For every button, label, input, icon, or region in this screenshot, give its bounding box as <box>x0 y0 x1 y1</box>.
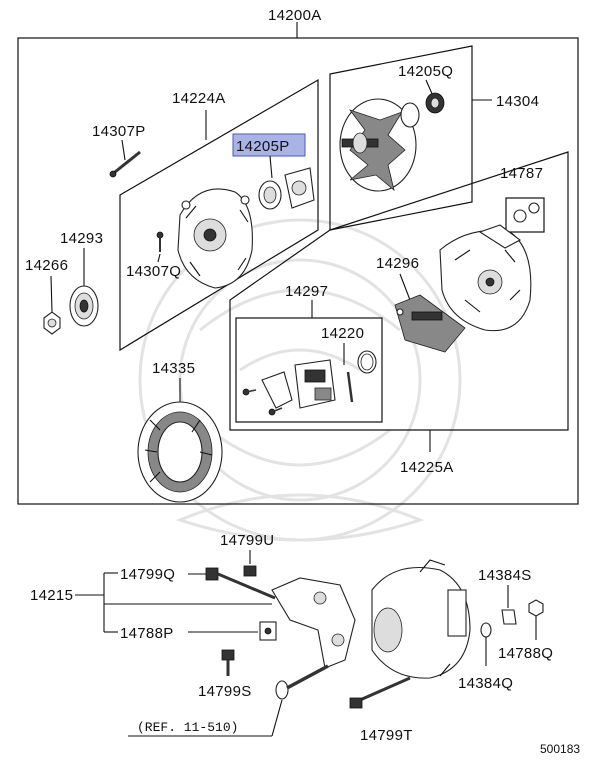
callout-14266[interactable]: 14266 <box>25 257 68 274</box>
regulator-box <box>235 317 383 423</box>
assembly-frame <box>17 37 579 505</box>
nut-14788Q[interactable] <box>528 599 544 617</box>
callout-14307Q[interactable]: 14307Q <box>126 263 181 280</box>
callout-14200A[interactable]: 14200A <box>268 7 322 24</box>
callout-14296[interactable]: 14296 <box>376 255 419 272</box>
retainer-plate[interactable] <box>284 167 315 209</box>
bolt-14799T[interactable] <box>349 676 411 709</box>
bearing-14205Q[interactable] <box>425 92 445 114</box>
alternator[interactable] <box>371 559 471 679</box>
callout-14297[interactable]: 14297 <box>285 283 328 300</box>
callout-14384S[interactable]: 14384S <box>478 567 532 584</box>
spacer-14384Q[interactable] <box>480 622 492 638</box>
callout-14788Q[interactable]: 14788Q <box>498 645 553 662</box>
front-bracket[interactable] <box>177 188 253 289</box>
callout-14225A[interactable]: 14225A <box>400 459 454 476</box>
stator[interactable] <box>137 401 223 503</box>
callout-14224A[interactable]: 14224A <box>172 90 226 107</box>
ref-note[interactable]: (REF. 11-510) <box>137 720 238 735</box>
pulley-nut[interactable] <box>43 311 61 335</box>
terminal-bracket[interactable] <box>261 371 293 409</box>
o-ring[interactable] <box>357 350 377 374</box>
spacer-14384S[interactable] <box>501 609 517 625</box>
callout-14205Q[interactable]: 14205Q <box>398 63 453 80</box>
bolt-14799S[interactable] <box>221 649 235 676</box>
rotor[interactable] <box>339 98 420 192</box>
callout-14787[interactable]: 14787 <box>500 165 543 182</box>
callout-14220[interactable]: 14220 <box>321 325 364 342</box>
callout-14293[interactable]: 14293 <box>60 230 103 247</box>
callout-14304[interactable]: 14304 <box>496 93 539 110</box>
callout-14788P[interactable]: 14788P <box>120 625 174 642</box>
rear-bracket[interactable] <box>439 224 532 332</box>
nut-14788P[interactable] <box>259 621 277 641</box>
callout-14799S[interactable]: 14799S <box>198 683 252 700</box>
rectifier[interactable] <box>394 294 466 353</box>
regulator-screws[interactable] <box>242 388 283 416</box>
long-bolt[interactable] <box>275 664 329 700</box>
callout-14799U[interactable]: 14799U <box>220 532 274 549</box>
watermark-emblem <box>138 218 462 542</box>
callout-14205P-highlight <box>232 133 306 157</box>
bolt-14799U[interactable] <box>243 565 257 577</box>
callout-14799Q[interactable]: 14799Q <box>120 566 175 583</box>
callout-14205P[interactable]: 14205P <box>236 138 290 155</box>
rear-group-box <box>229 151 569 431</box>
rotor-group-box <box>329 45 473 231</box>
bolt-14799Q[interactable] <box>205 567 276 600</box>
brush-spring[interactable] <box>346 371 354 403</box>
bushing-kit[interactable] <box>513 202 540 223</box>
callout-14384Q[interactable]: 14384Q <box>458 675 513 692</box>
pulley[interactable] <box>69 285 99 327</box>
regulator[interactable] <box>294 359 336 409</box>
callout-14215[interactable]: 14215 <box>30 587 73 604</box>
bolt-14307P[interactable] <box>109 150 141 178</box>
callout-14307P[interactable]: 14307P <box>92 123 146 140</box>
callout-14799T[interactable]: 14799T <box>360 727 413 744</box>
callout-14335[interactable]: 14335 <box>152 360 195 377</box>
diagram-id: 500183 <box>540 742 580 756</box>
screw-14307Q[interactable] <box>156 231 164 252</box>
bushing-kit-box <box>505 197 545 233</box>
alternator-bracket[interactable] <box>271 577 356 669</box>
front-bracket-box <box>119 78 319 352</box>
bearing-14205P[interactable] <box>258 180 282 210</box>
